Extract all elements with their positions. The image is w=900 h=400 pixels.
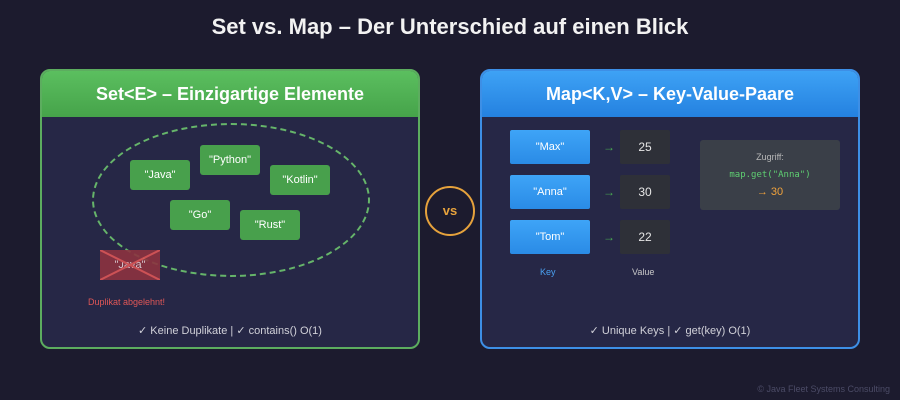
map-panel: Map<K,V> – Key-Value-Paare "Max" → 25 "A… [480,69,860,349]
map-arrow-icon: → [603,185,615,199]
access-example-box: Zugriff: map.get("Anna") → 30 [700,140,840,210]
access-label: Zugriff: [756,152,784,162]
set-panel-header: Set<E> – Einzigartige Elemente [42,71,418,117]
value-column-label: Value [632,267,655,277]
key-column-label: Key [540,267,556,277]
map-arrow-icon: → [603,230,615,244]
map-value-tom: 22 [620,220,670,254]
map-arrow-icon: → [603,140,615,154]
set-boundary [92,123,370,277]
set-panel: Set<E> – Einzigartige Elemente "Java" "P… [40,69,420,349]
page-title: Set vs. Map – Der Unterschied auf einen … [211,14,689,39]
map-key-anna: "Anna" [510,175,590,209]
vs-badge: vs [425,186,475,236]
map-panel-header: Map<K,V> – Key-Value-Paare [482,71,858,117]
set-element-rust: "Rust" [240,210,300,240]
duplicate-rejected-note: Duplikat abgelehnt! [88,297,166,307]
map-key-max: "Max" [510,130,590,164]
map-panel-footer: ✓ Unique Keys | ✓ get(key) O(1) [589,325,751,337]
set-element-kotlin: "Kotlin" [270,165,330,195]
map-key-tom: "Tom" [510,220,590,254]
copyright-notice: © Java Fleet Systems Consulting [757,384,890,394]
duplicate-element: "Java" [100,250,160,280]
access-code: map.get("Anna") [729,170,811,180]
access-result: → 30 [756,186,784,198]
rejected-cross-icon [100,250,160,280]
set-element-java: "Java" [130,160,190,190]
set-element-go: "Go" [170,200,230,230]
map-value-max: 25 [620,130,670,164]
set-panel-footer: ✓ Keine Duplikate | ✓ contains() O(1) [138,325,322,337]
map-value-anna: 30 [620,175,670,209]
set-element-python: "Python" [200,145,260,175]
